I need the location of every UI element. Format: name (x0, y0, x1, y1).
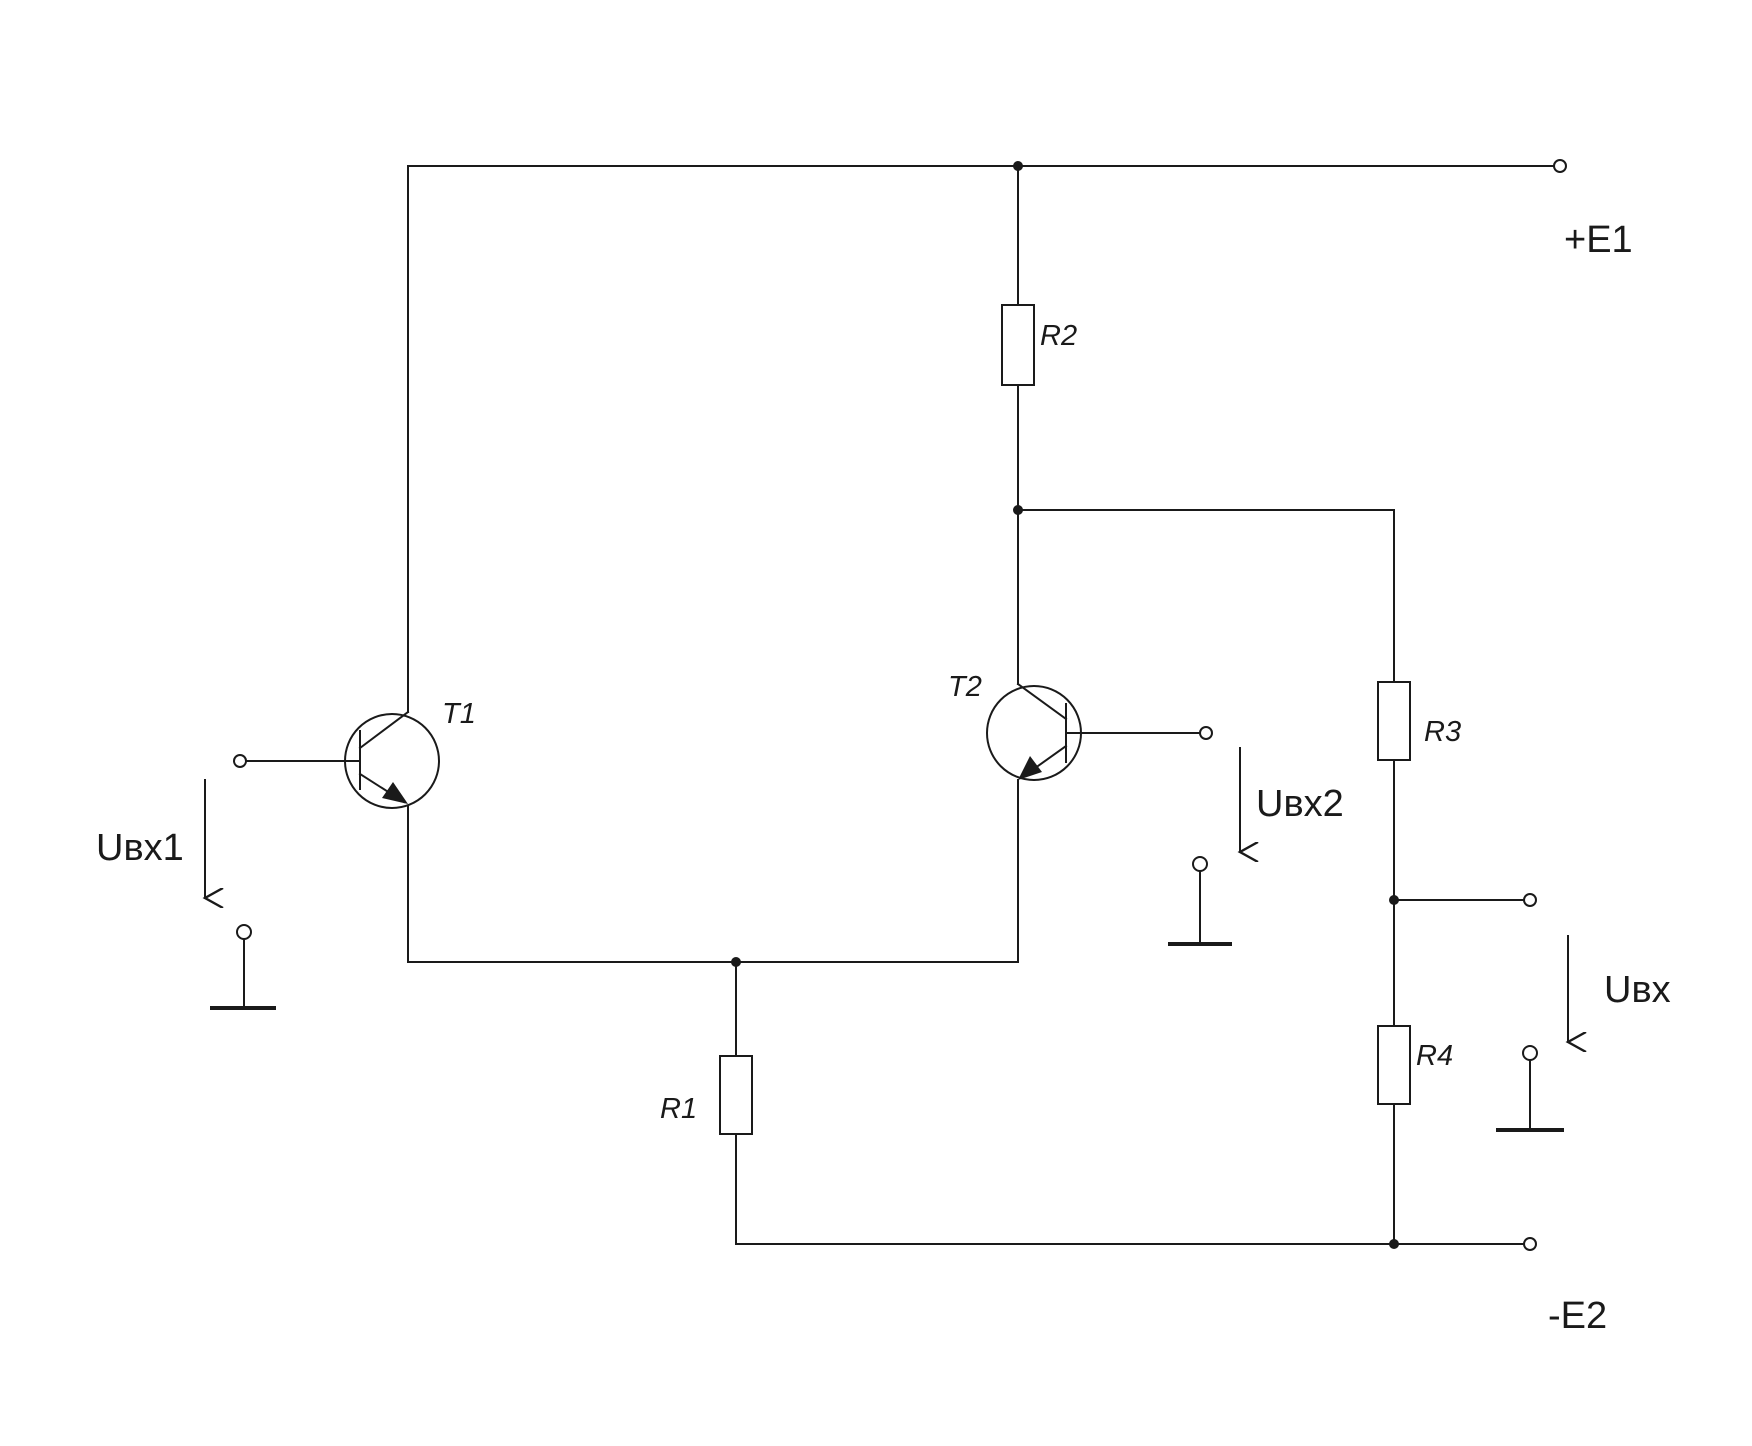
label-uin1: Uвх1 (96, 827, 184, 869)
junction-bottom (1389, 1239, 1399, 1249)
label-uin: Uвх (1604, 969, 1671, 1011)
ground-icon (210, 924, 276, 1010)
terminal-e2[interactable] (1523, 1237, 1537, 1251)
transistor-t1 (344, 710, 440, 809)
label-t2: T2 (948, 671, 982, 703)
label-uin2: Uвх2 (1256, 783, 1344, 825)
transistor-t2 (986, 682, 1082, 781)
label-r2: R2 (1040, 320, 1077, 352)
resistor-r2 (1001, 304, 1035, 386)
label-r3: R3 (1424, 716, 1461, 748)
resistor-r4 (1377, 1025, 1411, 1105)
label-e1: +E1 (1564, 219, 1633, 261)
label-t1: T1 (442, 698, 476, 730)
ground-icon (1496, 1045, 1564, 1132)
ground-icon (1168, 856, 1232, 946)
label-r1: R1 (660, 1093, 697, 1125)
terminal-t1-base[interactable] (233, 754, 247, 768)
resistor-r3 (1377, 681, 1411, 761)
label-r4: R4 (1416, 1040, 1453, 1072)
resistor-r1 (719, 1055, 753, 1135)
terminal-e1[interactable] (1553, 159, 1567, 173)
label-e2: -E2 (1548, 1295, 1607, 1337)
terminal-t2-base[interactable] (1199, 726, 1213, 740)
terminal-uin[interactable] (1523, 893, 1537, 907)
